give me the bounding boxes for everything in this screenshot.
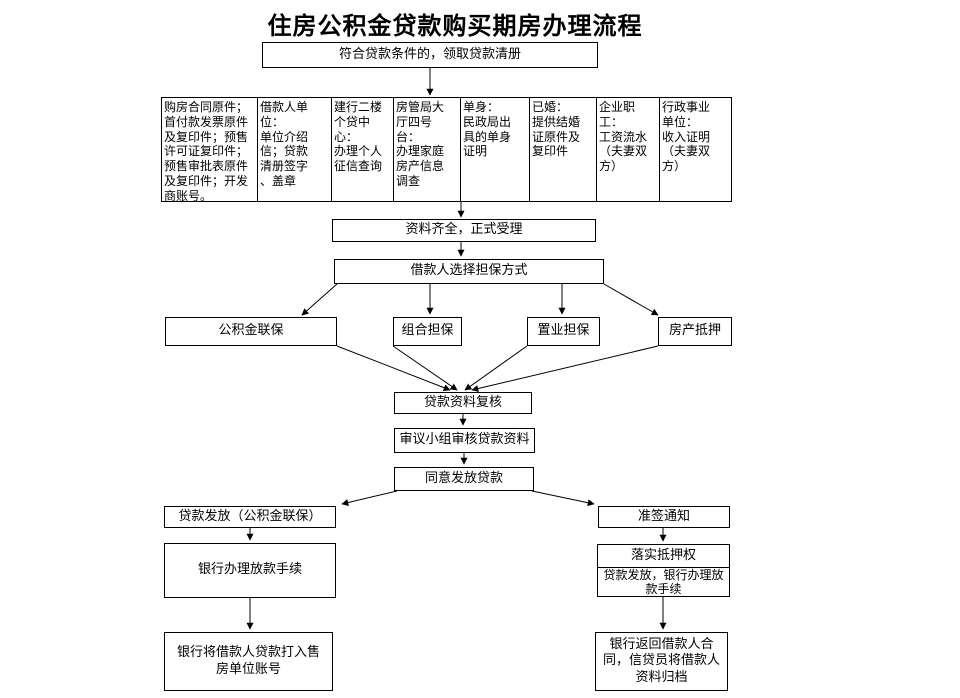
connector-property-to-review	[471, 345, 659, 392]
connector-approve-to-notice	[531, 490, 595, 507]
node-mortgage-implement: 落实抵押权 贷款发放，银行办理放 款手续	[597, 544, 730, 597]
node-review: 贷款资料复核	[394, 392, 532, 414]
node-approve: 同意发放贷款	[394, 467, 534, 491]
materials-row: 购房合同原件； 首付款发票原件 及复印件；预售 许可证复印件； 预售审批表原件 …	[161, 97, 732, 202]
materials-cell-enterprise: 企业职 工： 工资流水 （夫妻双 方）	[597, 98, 660, 201]
materials-cell-contract-docs: 购房合同原件； 首付款发票原件 及复印件；预售 许可证复印件； 预售审批表原件 …	[162, 98, 258, 201]
connector-choose-to-property	[603, 283, 659, 316]
node-guarantee-property-mortgage: 房产抵押	[658, 317, 732, 346]
mortgage-subtext: 贷款发放，银行办理放 款手续	[603, 568, 724, 597]
materials-cell-public-institution: 行政事业 单位： 收入证明 （夫妻双 方）	[662, 100, 711, 173]
node-loan-issue-fund-union: 贷款发放（公积金联保）	[164, 506, 336, 528]
page-title: 住房公积金贷款购买期房办理流程	[267, 12, 643, 40]
node-choose-guarantee: 借款人选择担保方式	[334, 259, 604, 284]
materials-cell-married: 已婚： 提供结婚 证原件及 复印件	[530, 98, 597, 201]
node-bank-transfer: 银行将借款人贷款打入售 房单位账号	[164, 632, 333, 691]
materials-cell-employer: 借款人单 位： 单位介绍 信；贷款 清册签字 、盖章	[258, 98, 332, 201]
connector-choose-to-fund-union	[301, 283, 338, 316]
node-guarantee-fund-union: 公积金联保	[165, 317, 337, 346]
materials-cell-single: 单身： 民政局出 具的单身 证明	[461, 98, 530, 201]
connector-zhiye-to-review	[464, 345, 528, 391]
connector-fund-union-to-review	[336, 345, 451, 391]
mortgage-title: 落实抵押权	[598, 545, 729, 568]
node-bank-process: 银行办理放款手续	[164, 543, 336, 598]
node-bank-return: 银行返回借款人合 同，信贷员将借款人 资料归档	[595, 632, 728, 691]
node-committee-review: 审议小组审核贷款资料	[394, 428, 535, 453]
node-guarantee-zhiye: 置业担保	[527, 317, 600, 346]
node-start: 符合贷款条件的，领取贷款清册	[262, 42, 598, 68]
connector-approve-to-loan-issue	[341, 490, 398, 506]
materials-cell-credit-check: 建行二楼 个贷中 心： 办理个人 征信查询	[332, 98, 394, 201]
node-guarantee-combined: 组合担保	[393, 317, 462, 346]
node-accept: 资料齐全，正式受理	[332, 219, 596, 242]
node-approval-notice: 准签通知	[598, 506, 730, 528]
connector-combined-to-review	[392, 345, 458, 391]
materials-cell-housing-bureau: 房管局大 厅四号 台： 办理家庭 房产信息 调查	[394, 98, 461, 201]
